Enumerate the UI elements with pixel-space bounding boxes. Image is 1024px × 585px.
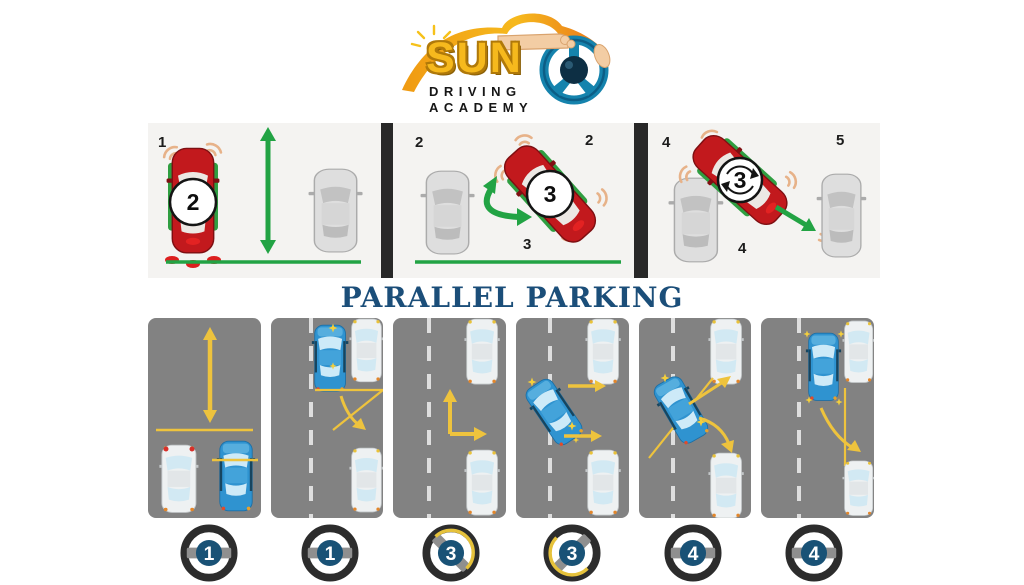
step-diagram-row: 1 2 2 — [148, 123, 880, 278]
signal-arc-icon — [513, 133, 534, 147]
sun-rays-icon — [410, 24, 452, 48]
steering-wheel-6: 4 — [753, 522, 874, 584]
step-panel-3: 4 5 4 3 — [648, 123, 880, 278]
step-panel-1: 1 2 — [148, 123, 381, 278]
parked-car-icon — [707, 318, 744, 385]
steering-number: 1 — [203, 544, 214, 565]
logo-driving-text: DRIVING — [429, 84, 522, 99]
ego-car-icon — [647, 371, 714, 449]
taillight — [189, 446, 195, 452]
parked-car-icon — [348, 318, 384, 383]
turn-badge — [716, 156, 764, 204]
steering-wheel-icon: 3 — [542, 524, 601, 582]
parked-car-icon — [842, 320, 875, 383]
sparkle-icon — [835, 398, 843, 406]
forward-arrow — [687, 376, 731, 406]
steering-sequence-row: 1 1 3 — [148, 522, 874, 584]
signal-arc-icon — [595, 187, 609, 208]
steering-wheel-1: 1 — [148, 522, 269, 584]
maneuver-row — [148, 318, 875, 518]
steering-wheel-icon: 1 — [300, 524, 359, 582]
road-panel-1 — [148, 318, 261, 518]
step-label: 1 — [158, 134, 166, 151]
sparkle-icon — [837, 330, 845, 338]
steering-wheel-icon: 4 — [663, 524, 722, 582]
parked-car-icon — [585, 449, 622, 516]
steering-wheel-logo-icon — [539, 35, 609, 105]
road-panel-4 — [516, 318, 629, 518]
step-label: 5 — [836, 132, 844, 149]
exit-arrow — [774, 204, 816, 231]
parked-car-icon — [842, 460, 875, 516]
steering-wheel-icon: 4 — [784, 524, 843, 582]
turn-badge-number: 3 — [734, 167, 747, 193]
step-panel-2: 2 2 3 3 — [393, 123, 634, 278]
steering-number: 4 — [687, 544, 698, 565]
ego-car-icon — [311, 324, 349, 392]
swing-arrow — [483, 176, 532, 226]
rotate-arrows-icon — [721, 165, 759, 195]
taillight — [163, 446, 169, 452]
turn-badge — [525, 169, 575, 219]
road-panel-6 — [761, 318, 875, 518]
turn-badge-number: 3 — [544, 181, 557, 207]
step-label: 4 — [662, 134, 671, 151]
turn-badge-number: 2 — [187, 189, 200, 215]
steering-number: 1 — [324, 544, 335, 565]
sparkle-icon — [803, 330, 811, 338]
signal-arc-icon — [784, 170, 799, 191]
page-title: PARALLEL PARKING — [340, 281, 684, 314]
steering-wheel-icon: 1 — [179, 524, 238, 582]
measure-arrow — [203, 327, 217, 423]
turn-arc — [433, 528, 475, 570]
panel-separator — [634, 123, 648, 278]
steering-wheel-3: 3 — [390, 522, 511, 584]
parked-car-icon — [707, 452, 744, 518]
steering-wheel-2: 1 — [269, 522, 390, 584]
road-panel-2 — [270, 318, 384, 518]
logo-graphic — [402, 13, 611, 105]
path-arrow — [339, 395, 366, 430]
align-arrows — [443, 389, 488, 441]
logo: SUN DRIVING ACADEMY — [398, 4, 638, 122]
panel-separator — [381, 123, 393, 278]
measure-arrow — [260, 127, 276, 254]
parked-car-icon — [348, 447, 384, 513]
road-panel-5 — [638, 318, 752, 518]
steering-wheel-4: 3 — [511, 522, 632, 584]
gray-car-icon — [307, 168, 364, 253]
reverse-arrows — [564, 380, 607, 442]
parked-car-icon — [464, 318, 501, 385]
parked-car-icon — [158, 444, 199, 513]
steering-number: 3 — [566, 544, 577, 565]
steering-wheel-icon: 3 — [421, 524, 480, 582]
logo-academy-text: ACADEMY — [429, 100, 534, 115]
turn-badge — [168, 177, 218, 227]
ego-car-icon — [216, 440, 256, 512]
gray-car-icon — [815, 173, 867, 258]
parked-car-icon — [585, 318, 622, 385]
parked-car-icon — [464, 449, 501, 516]
logo-car-swoosh-icon — [402, 13, 610, 92]
step-label: 2 — [415, 134, 423, 151]
steering-wheel-5: 4 — [632, 522, 753, 584]
turn-arc — [548, 536, 589, 577]
step-label: 4 — [738, 240, 747, 257]
steering-number: 4 — [808, 544, 819, 565]
step-label: 2 — [585, 132, 593, 149]
gray-car-icon — [419, 170, 476, 255]
path-arrow — [819, 407, 862, 452]
gray-car-icon — [667, 177, 725, 263]
logo-brand-text: SUN — [426, 34, 523, 82]
ego-car-icon — [805, 332, 842, 401]
step-label: 3 — [523, 236, 531, 253]
hand-icon — [497, 33, 611, 68]
road-panel-3 — [393, 318, 507, 518]
guide-line — [331, 389, 384, 431]
steering-number: 3 — [445, 544, 456, 565]
path-arrow — [698, 416, 734, 453]
